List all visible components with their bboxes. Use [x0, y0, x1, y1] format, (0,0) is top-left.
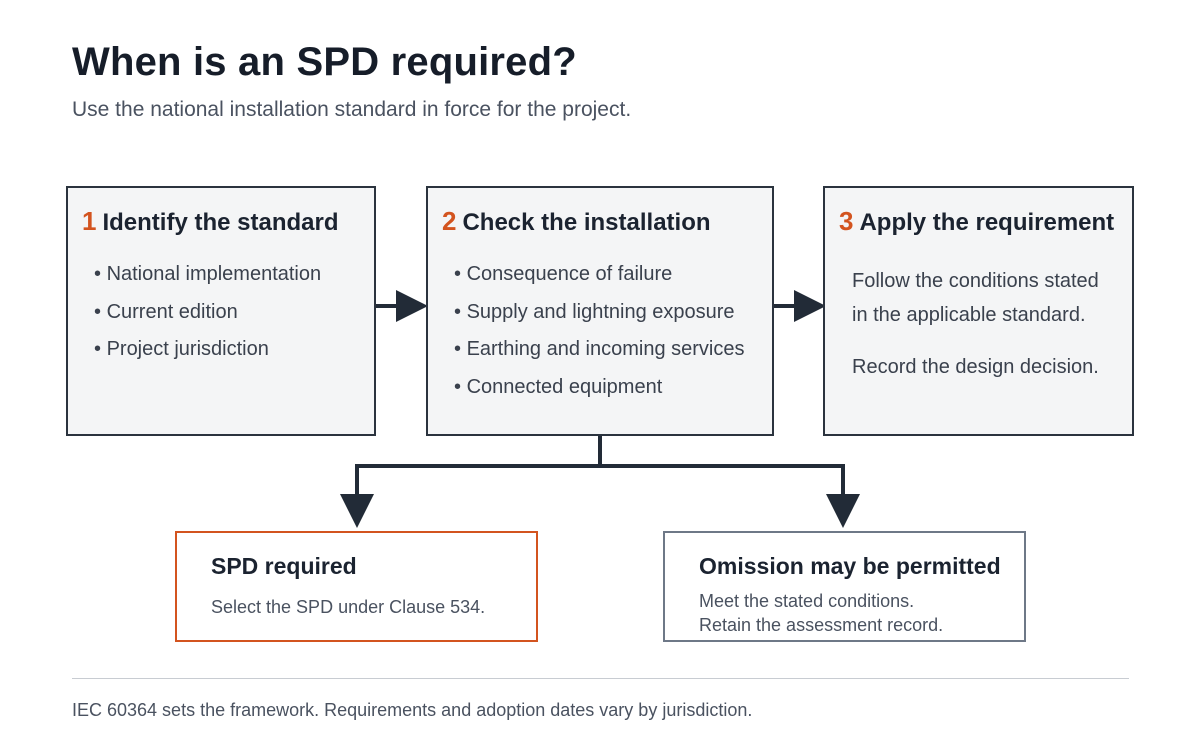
page-title: When is an SPD required? — [72, 40, 577, 84]
list-item: National implementation — [94, 264, 322, 284]
list-item: Earthing and incoming services — [454, 339, 745, 359]
arrowhead-omission — [826, 494, 860, 528]
step-1-number: 1 — [82, 206, 97, 236]
footer-divider — [72, 678, 1129, 679]
outcome-omission-line: Retain the assessment record. — [699, 615, 944, 635]
list-item: Consequence of failure — [454, 264, 744, 284]
step-2-list: Consequence of failure Supply and lightn… — [454, 264, 745, 414]
step-2-title: Check the installation — [462, 209, 711, 236]
step-3-line: in the applicable standard. — [852, 304, 1086, 326]
outcome-omission-title: Omission may be permitted — [699, 553, 1001, 579]
step-3-title: Apply the requirement — [859, 209, 1115, 236]
step-3-text: Follow the conditions stated in the appl… — [852, 264, 1099, 384]
outcome-omission-permitted: Omission may be permitted Meet the state… — [663, 531, 1026, 642]
step-3-number: 3 — [839, 206, 854, 236]
step-1-title: Identify the standard — [102, 209, 339, 236]
step-3-line: Follow the conditions stated — [852, 270, 1099, 292]
step-1-list: National implementation Current edition … — [94, 264, 322, 377]
step-3-line: Record the design decision. — [852, 356, 1099, 378]
arrowhead-step2 — [396, 290, 428, 322]
outcome-spd-required: SPD required Select the SPD under Clause… — [175, 531, 538, 642]
list-item: Current edition — [94, 302, 321, 322]
arrowhead-spd-required — [340, 494, 374, 528]
outcome-omission-line: Meet the stated conditions. — [699, 591, 915, 611]
page-subtitle: Use the national installation standard i… — [72, 98, 632, 121]
list-item: Supply and lightning exposure — [454, 302, 744, 322]
list-item: Project jurisdiction — [94, 339, 321, 359]
outcome-spd-required-title: SPD required — [211, 553, 357, 579]
step-2-number: 2 — [442, 206, 457, 236]
arrowhead-step3 — [794, 290, 826, 322]
list-item: Connected equipment — [454, 377, 744, 397]
outcome-spd-required-text: Select the SPD under Clause 534. — [211, 597, 486, 617]
footer-note: IEC 60364 sets the framework. Requiremen… — [72, 700, 753, 720]
